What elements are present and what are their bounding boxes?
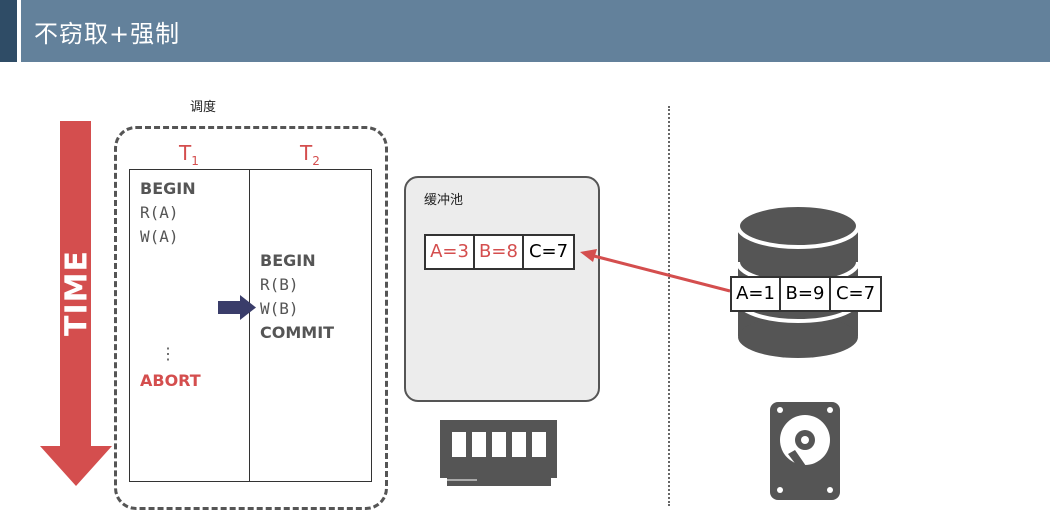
time-arrow-shaft	[60, 121, 91, 451]
schedule-label: 调度	[190, 100, 217, 115]
buffer-cell-a: A=3	[424, 234, 475, 270]
t1-op-write-a: W(A)	[140, 227, 179, 246]
t1-op-ellipsis: ⋮	[160, 344, 176, 363]
t2-header: T2	[300, 141, 320, 168]
hard-drive-icon	[770, 402, 840, 500]
header-bar: 不窃取+强制	[0, 0, 1050, 62]
t1-op-begin: BEGIN	[140, 179, 196, 198]
schedule-box	[114, 126, 388, 510]
t2-op-commit: COMMIT	[260, 323, 335, 342]
t1-op-read-a: R(A)	[140, 203, 179, 222]
current-operation-arrow	[218, 295, 256, 320]
disk-cell-c: C=7	[829, 276, 882, 312]
t1-op-abort: ABORT	[140, 371, 201, 390]
buffer-cell-c: C=7	[522, 234, 575, 270]
t2-op-write-b: W(B)	[260, 299, 299, 318]
header-background	[21, 0, 1050, 62]
buffer-pool-box	[404, 176, 600, 402]
disk-cell-b: B=9	[779, 276, 831, 312]
buffer-pool-label: 缓冲池	[424, 193, 464, 208]
load-arrow	[580, 249, 731, 293]
memory-disk-separator	[668, 106, 670, 506]
header-accent	[0, 0, 17, 62]
t1-header: T1	[179, 141, 199, 168]
memory-chip-icon	[440, 420, 557, 486]
t2-op-read-b: R(B)	[260, 275, 299, 294]
buffer-cell-b: B=8	[473, 234, 524, 270]
t2-op-begin: BEGIN	[260, 251, 316, 270]
schedule-table	[129, 169, 372, 482]
disk-cell-a: A=1	[730, 276, 781, 312]
slide-title: 不窃取+强制	[34, 20, 181, 48]
time-arrow-head	[40, 446, 112, 486]
schedule-divider	[249, 169, 250, 482]
